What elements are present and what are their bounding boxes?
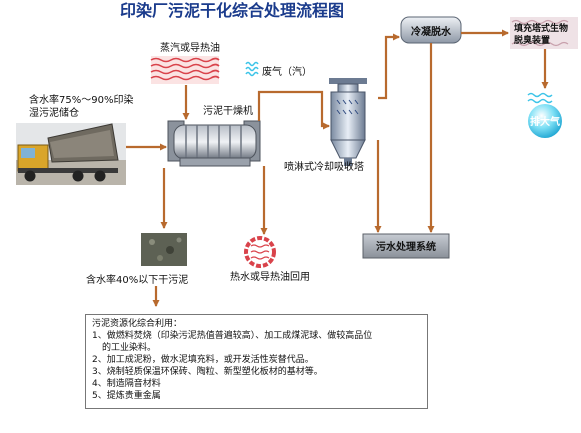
wastewater-label: 污水处理系统 <box>376 240 436 253</box>
notes-heading: 污泥资源化综合利用： <box>92 319 183 329</box>
arrow-exhaust-to-tower <box>257 90 330 130</box>
notes-item-1b: 的工业染料。 <box>102 343 157 353</box>
steam-label: 蒸汽或导热油 <box>160 41 220 54</box>
wet-sludge-label-1: 含水率75%～90%印染 <box>29 93 133 106</box>
exhaust-label: 废气（汽） <box>262 65 312 78</box>
sludge-dryer-machine <box>167 120 261 167</box>
notes-item-4: 4、制造隔音材料 <box>92 379 161 389</box>
exhaust-wave-icon <box>245 61 259 77</box>
hot-water-label: 热水或导热油回用 <box>230 270 310 283</box>
spray-tower-label: 喷淋式冷却吸收塔 <box>284 160 364 173</box>
flow-arrows <box>126 29 549 307</box>
resource-utilization-notes: 污泥资源化综合利用： 1、做燃料焚烧（印染污泥热值普遍较高）、加工成煤泥球、做较… <box>85 314 428 409</box>
wet-sludge-label-2: 湿污泥储仓 <box>29 106 79 119</box>
arrow-tower-to-condense <box>378 33 400 100</box>
dump-truck-image <box>16 123 126 185</box>
spray-cooling-tower <box>329 78 367 166</box>
hot-water-ring-icon <box>244 236 276 268</box>
bio-label-1: 填充塔式生物 <box>514 22 568 34</box>
steam-wave-icon <box>150 56 220 84</box>
condense-label: 冷凝脱水 <box>411 25 452 38</box>
dry-sludge-image <box>141 233 187 266</box>
diagram-title: 印染厂污泥干化综合处理流程图 <box>120 1 344 20</box>
bio-deodorizer-unit: 填充塔式生物 脱臭装置 <box>510 17 578 49</box>
notes-item-2: 2、加工成泥粉，做水泥填充料，或开发活性炭替代品。 <box>92 355 314 365</box>
notes-item-1a: 1、做燃料焚烧（印染污泥热值普遍较高）、加工成煤泥球、做较高品位 <box>92 331 373 341</box>
notes-item-3: 3、烧制轻质保温环保砖、陶粒、新型塑化板材的基材等。 <box>92 367 323 377</box>
notes-item-5: 5、提炼贵重金属 <box>92 391 161 401</box>
wastewater-system: 污水处理系统 <box>362 233 450 259</box>
dry-sludge-label: 含水率40%以下干污泥 <box>86 273 188 286</box>
discharge-label: 排大气 <box>530 115 560 128</box>
bio-label-2: 脱臭装置 <box>514 34 550 46</box>
discharge-icon: 排大气 <box>527 92 562 138</box>
condensation-unit: 冷凝脱水 <box>400 16 462 44</box>
dryer-label: 污泥干燥机 <box>203 104 253 117</box>
